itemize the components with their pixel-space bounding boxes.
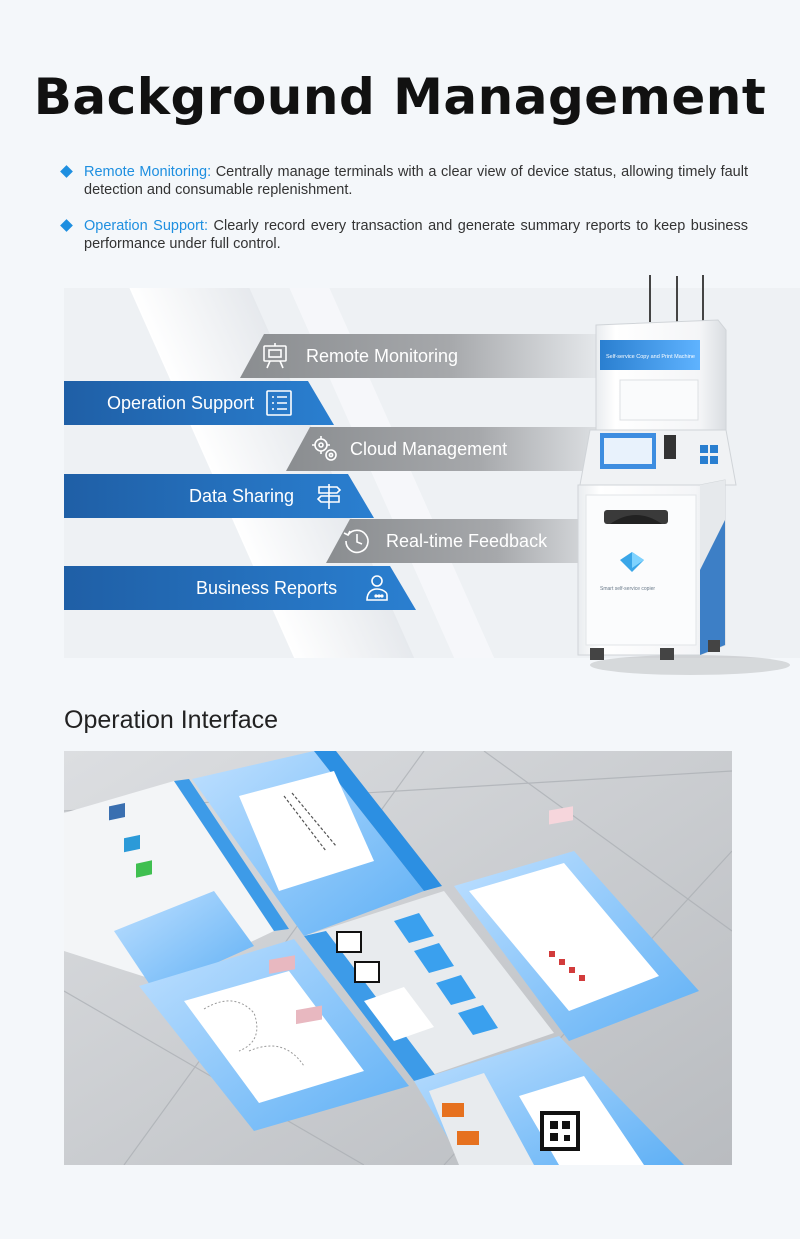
- feature-label: Operation Support: [107, 392, 255, 413]
- feature-label: Data Sharing: [189, 485, 295, 506]
- page-title: Background Management: [33, 68, 767, 126]
- feature-remote-monitoring: Remote Monitoring: [240, 334, 620, 378]
- bullet-text: Clearly record every transaction and gen…: [84, 218, 748, 252]
- feature-label: Business Reports: [196, 577, 338, 598]
- section-title-operation-interface: Operation Interface: [64, 706, 279, 734]
- screen-payment-qr: [414, 1036, 684, 1165]
- bullet-operation-support: Operation Support: Clearly record every …: [60, 217, 748, 253]
- feature-cloud-management: Cloud Management: [286, 427, 636, 471]
- feature-label: Remote Monitoring: [306, 345, 459, 366]
- feature-data-sharing: Data Sharing: [64, 474, 374, 518]
- list-icon: [264, 388, 294, 418]
- diamond-bullet-icon: [60, 165, 73, 178]
- screen-service-menu: [304, 891, 554, 1081]
- diamond-bullet-icon: [60, 219, 73, 232]
- screen-notice: [192, 751, 442, 936]
- screen-welcome: [64, 779, 289, 991]
- kiosk-header-text: Self-service Copy and Print Machine: [606, 354, 695, 360]
- kiosk-body-text: Smart self-service copier: [600, 586, 655, 592]
- bullet-keyword: Remote Monitoring:: [84, 164, 212, 180]
- operation-interface-collage: [64, 751, 732, 1165]
- screen-id-scan: [139, 939, 409, 1131]
- monitor-easel-icon: [263, 343, 287, 369]
- clock-icon: [343, 529, 369, 554]
- bullet-text: Centrally manage terminals with a clear …: [84, 164, 748, 198]
- bullet-keyword: Operation Support:: [84, 218, 208, 234]
- feature-bullets: Remote Monitoring: Centrally manage term…: [60, 163, 748, 271]
- kiosk-machine-illustration: Self-service Copy and Print Machine Smar…: [577, 275, 790, 675]
- feature-label: Real-time Feedback: [386, 530, 548, 551]
- gears-icon: [312, 436, 337, 461]
- feature-label: Cloud Management: [350, 438, 508, 459]
- user-chat-icon: [363, 573, 393, 603]
- signpost-icon: [314, 481, 344, 511]
- feature-operation-support: Operation Support: [64, 381, 334, 425]
- feature-business-reports: Business Reports: [64, 566, 416, 610]
- bullet-remote-monitoring: Remote Monitoring: Centrally manage term…: [60, 163, 748, 199]
- screen-id-info: [454, 806, 699, 1041]
